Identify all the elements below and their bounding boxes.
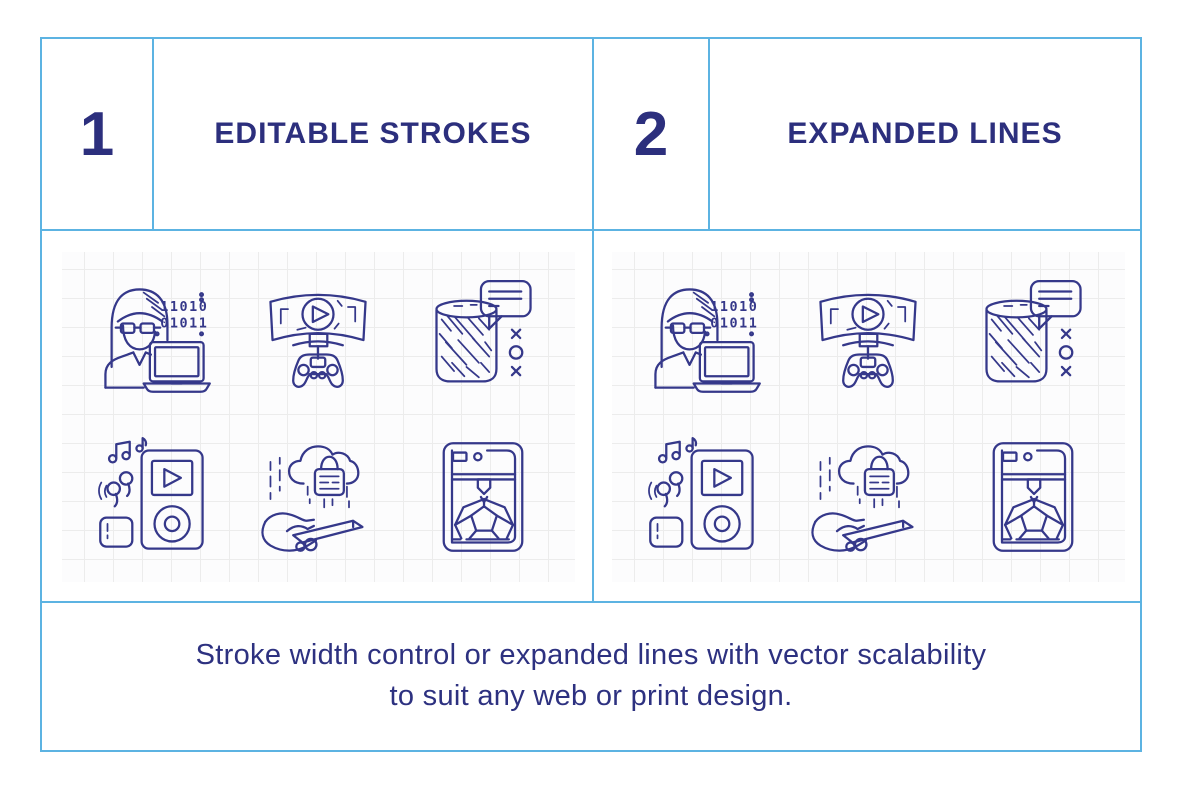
editable-strokes-panel [62,252,575,582]
divider-center [592,39,594,603]
cloud-gaming-icon [806,276,930,400]
expanded-lines-panel [612,252,1125,582]
divider-header-bottom [42,229,1140,231]
media-player-icon [92,435,216,559]
female-programmer-icon [92,276,216,400]
table-frame: 1 EDITABLE STROKES 2 EXPANDED LINES Stro… [40,37,1142,752]
section-2-title: EXPANDED LINES [787,117,1063,150]
divider-number2-title2 [708,39,710,229]
cloud-data-protection-icon [806,435,930,559]
3d-printer-icon [971,435,1095,559]
section-1-number: 1 [79,99,115,169]
section-1-title: EDITABLE STROKES [214,117,532,150]
cloud-data-protection-icon [256,435,380,559]
caption-line-1: Stroke width control or expanded lines w… [195,638,987,671]
caption-line-2: to suit any web or print design. [389,680,793,712]
smart-speaker-icon [971,276,1095,400]
cloud-gaming-icon [256,276,380,400]
divider-number1-title1 [152,39,154,229]
3d-printer-icon [421,435,545,559]
section-2-number: 2 [633,99,669,169]
caption: Stroke width control or expanded lines w… [42,603,1140,749]
smart-speaker-icon [421,276,545,400]
female-programmer-icon [642,276,766,400]
media-player-icon [642,435,766,559]
divider-caption-top [42,601,1140,603]
